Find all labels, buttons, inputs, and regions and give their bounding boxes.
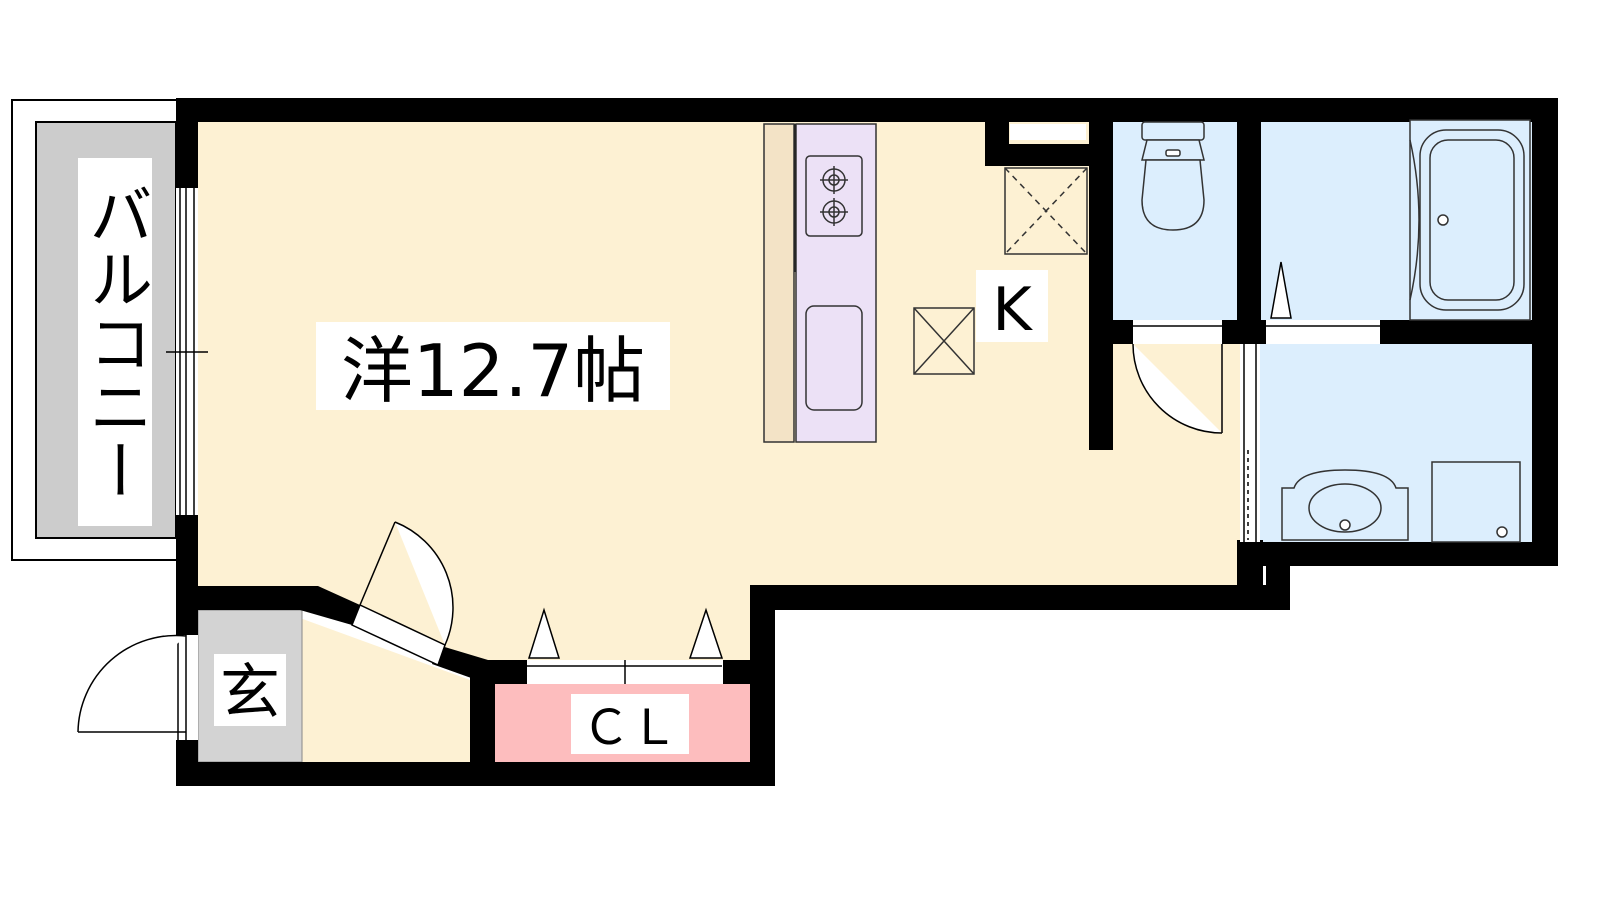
fridge-space bbox=[1004, 167, 1088, 255]
washing-machine-space bbox=[1431, 461, 1521, 543]
entrance-label-bg bbox=[214, 654, 286, 726]
balcony-label: バルコニー bbox=[78, 182, 152, 502]
washbasin-icon bbox=[1281, 469, 1409, 541]
western-room-floor bbox=[196, 120, 1240, 668]
washroom-sliding-door bbox=[1240, 344, 1260, 542]
balcony-window bbox=[166, 188, 208, 515]
kitchen-counter bbox=[763, 123, 877, 443]
entrance-door bbox=[77, 634, 198, 740]
alcove-window bbox=[1010, 124, 1086, 140]
room-labels: 洋12.7帖 K ＣＬ 玄 バルコニー bbox=[78, 158, 1048, 756]
room-door bbox=[351, 521, 454, 667]
toilet-icon bbox=[1141, 121, 1205, 231]
balcony-label-bg bbox=[78, 158, 152, 526]
closet-doors bbox=[527, 607, 724, 684]
kitchen-label-bg bbox=[976, 270, 1048, 342]
western-room-label: 洋12.7帖 bbox=[341, 329, 645, 413]
western-room-label-bg bbox=[316, 322, 670, 410]
stove-panel bbox=[805, 155, 863, 237]
laundry-pan bbox=[913, 307, 975, 375]
entrance-label: 玄 bbox=[220, 658, 280, 728]
toilet-door bbox=[1132, 320, 1223, 434]
kitchen-label: K bbox=[992, 275, 1033, 345]
bathtub-icon bbox=[1409, 119, 1531, 321]
genkan-hall-floor bbox=[300, 618, 470, 762]
bath-door bbox=[1266, 261, 1380, 344]
walls bbox=[176, 98, 1558, 786]
closet-label: ＣＬ bbox=[582, 700, 678, 756]
closet-label-bg bbox=[571, 694, 689, 754]
sink-icon bbox=[805, 305, 863, 411]
